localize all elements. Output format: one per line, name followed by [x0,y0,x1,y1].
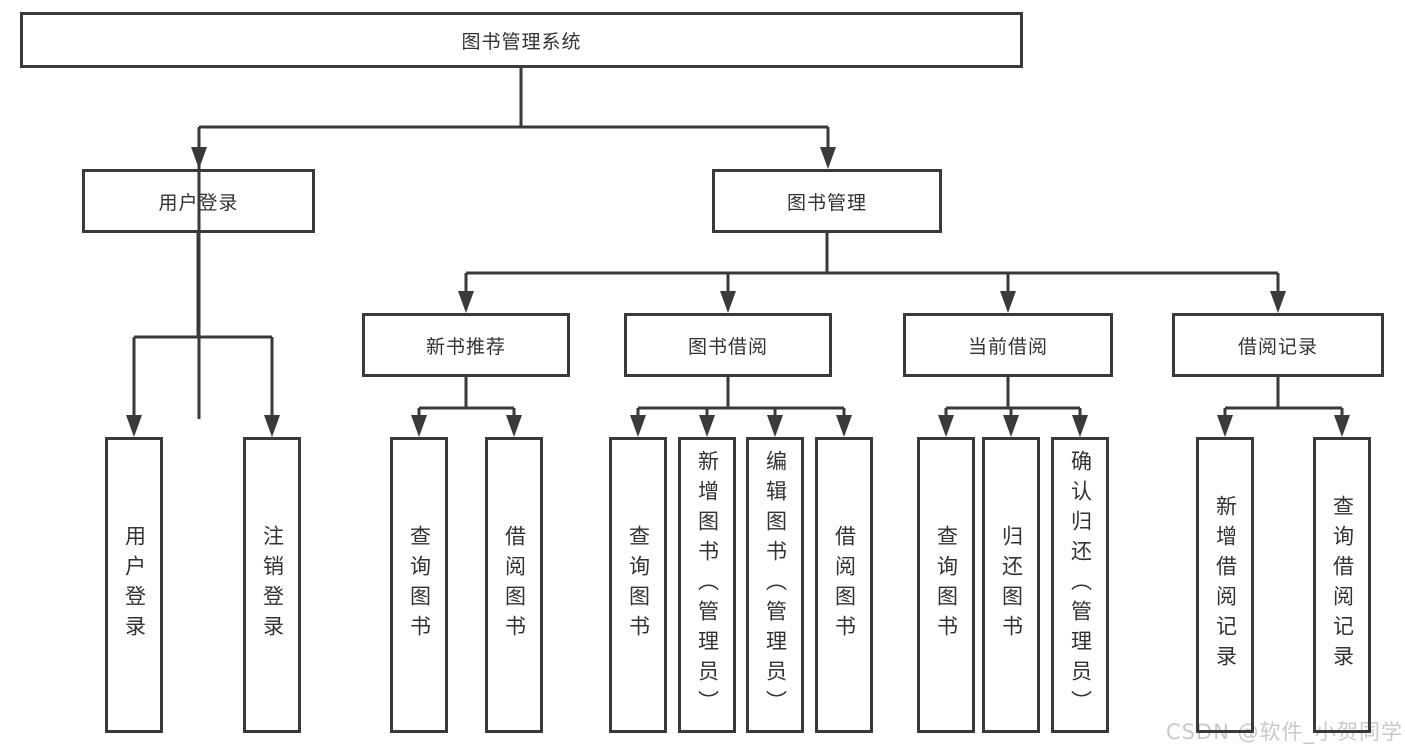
leaf-search-borrow-record: 查询借阅记录 [1313,437,1371,733]
arrow-icon [506,415,522,437]
wire-root-split [197,68,830,419]
arrow-icon [264,415,280,437]
wire-newbook-group [417,377,516,417]
node-label: 编辑图书（管理员） [763,450,788,720]
node-label: 确认归还（管理员） [1068,450,1093,720]
wire-borrow-group [636,377,846,417]
node-label: 用户登录 [122,525,147,645]
leaf-return-books: 归还图书 [982,437,1040,733]
arrow-icon [411,415,427,437]
leaf-add-book-admin: 新增图书（管理员） [678,437,736,733]
node-label: 图书管理 [786,191,867,214]
node-label: 查询图书 [626,525,651,645]
node-book-management: 图书管理 [712,169,942,233]
arrow-icon [458,291,474,313]
wire-userlogin-group [132,233,274,417]
node-label: 当前借阅 [967,335,1048,358]
arrow-icon [126,415,142,437]
node-user-login: 用户登录 [82,169,315,233]
node-label: 归还图书 [999,525,1024,645]
arrowheads [126,147,1350,437]
wire-bookmgmt-group [464,233,1280,293]
leaf-borrow-books: 借阅图书 [815,437,873,733]
node-label: 借阅记录 [1237,335,1318,358]
arrow-icon [1334,415,1350,437]
node-label: 查询图书 [934,525,959,645]
leaf-confirm-return-admin: 确认归还（管理员） [1051,437,1109,733]
wire-root-drops [197,127,830,149]
leaf-search-books-recommend: 查询图书 [390,437,448,733]
arrow-icon [938,415,954,437]
node-label: 借阅图书 [832,525,857,645]
node-current-borrowing: 当前借阅 [903,313,1113,377]
node-label: 新增图书（管理员） [695,450,720,720]
leaf-user-login: 用户登录 [105,437,163,733]
node-label: 查询借阅记录 [1330,495,1355,675]
leaf-add-borrow-record: 新增借阅记录 [1196,437,1254,733]
arrow-icon [191,147,207,169]
wire-records-group [1223,377,1344,417]
arrow-icon [1217,415,1233,437]
arrow-icon [820,147,836,169]
leaf-logout: 注销登录 [243,437,301,733]
node-new-book-recommend: 新书推荐 [362,313,570,377]
node-book-borrowing: 图书借阅 [624,313,832,377]
node-label: 用户登录 [158,191,239,214]
leaf-edit-book-admin: 编辑图书（管理员） [746,437,804,733]
node-label: 借阅图书 [502,525,527,645]
leaf-search-books-current: 查询图书 [917,437,975,733]
arrow-icon [720,291,736,313]
node-library-system: 图书管理系统 [20,12,1023,68]
node-label: 新增借阅记录 [1213,495,1238,675]
wire-current-group [944,377,1082,417]
node-label: 图书管理系统 [461,30,582,53]
arrow-icon [1270,291,1286,313]
node-label: 注销登录 [260,525,285,645]
arrow-icon [1072,415,1088,437]
node-label: 查询图书 [407,525,432,645]
node-label: 图书借阅 [687,335,768,358]
arrow-icon [836,415,852,437]
arrow-icon [767,415,783,437]
leaf-search-books-borrowing: 查询图书 [609,437,667,733]
node-label: 新书推荐 [425,335,506,358]
arrow-icon [1003,415,1019,437]
node-borrow-records: 借阅记录 [1172,313,1384,377]
arrow-icon [699,415,715,437]
connector-paths [132,68,1344,419]
arrow-icon [1000,291,1016,313]
leaf-borrow-books-recommend: 借阅图书 [485,437,543,733]
arrow-icon [630,415,646,437]
